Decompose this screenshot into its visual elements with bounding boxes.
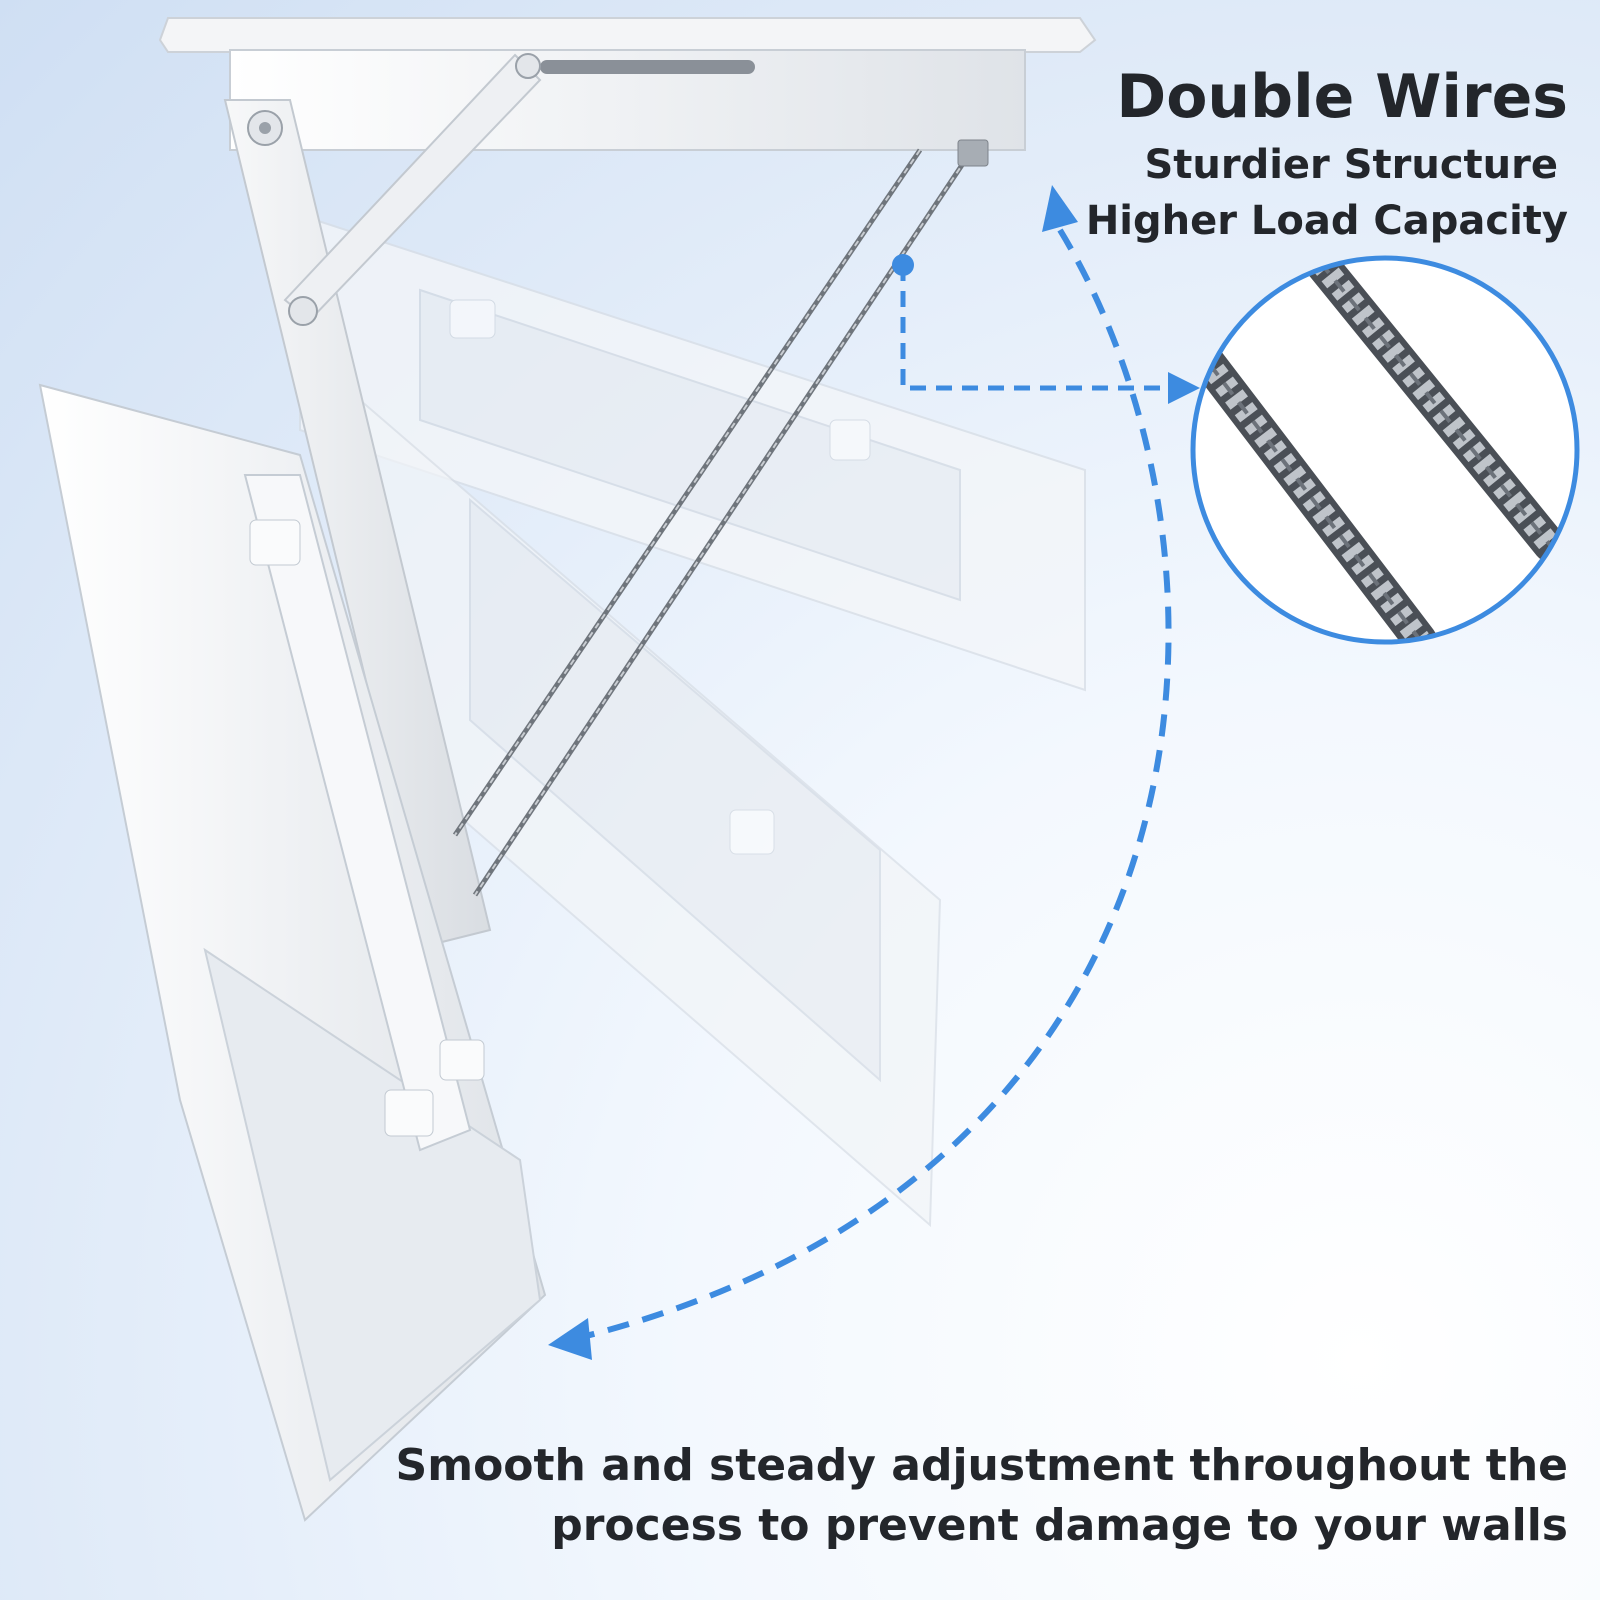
caption-line-1: Smooth and steady adjustment throughout …: [395, 1440, 1568, 1491]
zoom-circle: [1190, 255, 1580, 645]
ghost-plate-upper: [299, 213, 1086, 692]
tilt-range-arrow: [548, 185, 1172, 1360]
headline-title: Double Wires: [1116, 62, 1568, 132]
ceiling-plate: [158, 17, 1097, 151]
tv-plate-front: [38, 383, 547, 1522]
headline-line-1: Sturdier Structure: [1144, 142, 1558, 188]
bottom-caption: Smooth and steady adjustment throughout …: [396, 1436, 1568, 1556]
caption-line-2: process to prevent damage to your walls: [551, 1500, 1568, 1551]
diagonal-brace: [247, 53, 542, 326]
ghost-plate-lower: [359, 397, 942, 1228]
headline-line-2: Higher Load Capacity: [1085, 198, 1568, 244]
callout-connector: [892, 254, 1200, 404]
double-wires: [452, 139, 989, 897]
